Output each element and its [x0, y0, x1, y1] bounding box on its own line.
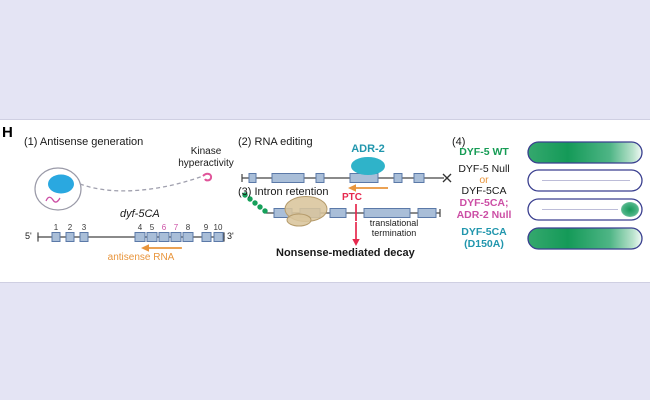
exon-number-9: 9 — [203, 223, 209, 232]
genotype-dyf5ca-d150a-line2: (D150A) — [464, 238, 504, 250]
genotype-dyf5-null: DYF-5 Null — [458, 163, 510, 175]
genotype-or: or — [479, 174, 489, 186]
exon-number-7: 7 — [173, 223, 179, 232]
worm-green-tip — [621, 202, 639, 217]
genotype-dyf5ca-adr2-line1: DYF-5CA; — [459, 197, 509, 209]
exon-number-10: 10 — [213, 223, 223, 232]
panel2-title: (2) RNA editing — [238, 136, 313, 148]
rna-editing-diagram — [241, 157, 452, 192]
ptc-label: PTC — [342, 192, 362, 203]
worm-capsules — [527, 141, 643, 250]
ciliary-tip-curl — [202, 172, 213, 182]
genotype-dyf5ca: DYF-5CA — [461, 185, 507, 197]
genotype-dyf5-wt: DYF-5 WT — [459, 146, 509, 158]
kinase-squiggle — [45, 196, 61, 203]
gene-diagram-dyf5 — [37, 232, 225, 252]
exon-number-2: 2 — [67, 223, 73, 232]
nucleus-shape — [48, 174, 74, 194]
worm-wt — [527, 141, 643, 164]
ribosome-shape — [284, 196, 328, 227]
worm-d150a — [527, 227, 643, 250]
adr2-label: ADR-2 — [351, 143, 385, 155]
gene-name-label: dyf-5CA — [120, 208, 160, 220]
genotype-dyf5ca-adr2-line2: ADR-2 Null — [456, 209, 512, 221]
five-prime-label: 5' — [25, 231, 32, 241]
nmd-label: Nonsense-mediated decay — [276, 247, 415, 259]
kinase-hyperactivity-label: Kinase hyperactivity — [178, 146, 234, 169]
genotype-dyf5ca-d150a-line1: DYF-5CA — [461, 226, 507, 238]
exon-number-8: 8 — [185, 223, 191, 232]
worm-neuron-drawing — [34, 167, 213, 211]
panel3-title: (3) Intron retention — [238, 186, 329, 198]
exon-number-4: 4 — [137, 223, 143, 232]
exon-number-3: 3 — [81, 223, 87, 232]
x-end-mark — [442, 173, 452, 183]
intron-retention-diagram — [242, 192, 441, 246]
panel1-title: (1) Antisense generation — [24, 136, 144, 148]
adr2-enzyme-shape — [351, 157, 385, 175]
exon-number-1: 1 — [53, 223, 59, 232]
exon-number-5: 5 — [149, 223, 155, 232]
cap-beads — [242, 192, 268, 214]
panel-letter: H — [2, 124, 13, 141]
antisense-rna-label: antisense RNA — [107, 252, 175, 263]
three-prime-label: 3' — [227, 231, 234, 241]
panel4-number: (4) — [452, 136, 466, 148]
exon-number-6: 6 — [161, 223, 167, 232]
dendrite-dashed-line — [79, 175, 204, 192]
translational-termination-label: translational termination — [369, 218, 419, 239]
